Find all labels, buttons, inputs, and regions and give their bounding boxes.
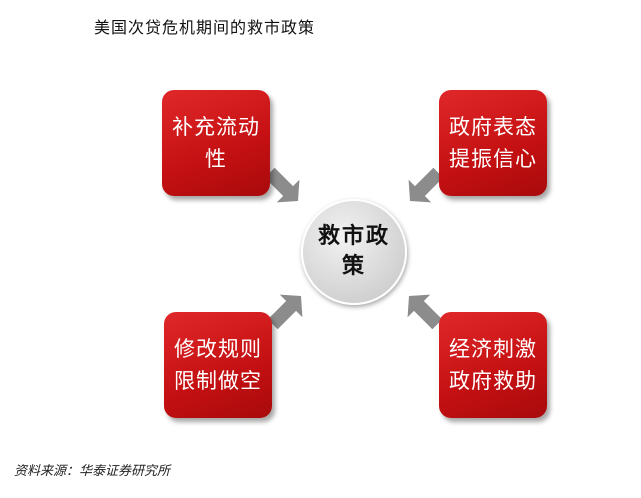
arrow-bottom-right — [407, 294, 443, 330]
policy-label-short-selling: 修改规则限制做空 — [174, 337, 262, 393]
arrow-bottom-left — [267, 294, 303, 330]
policy-box-confidence: 政府表态提振信心 — [439, 90, 547, 196]
policy-label-confidence: 政府表态提振信心 — [449, 115, 537, 171]
policy-box-stimulus: 经济刺激政府救助 — [439, 312, 547, 418]
diagram-title: 美国次贷危机期间的救市政策 — [94, 18, 316, 37]
policy-box-short-selling: 修改规则限制做空 — [164, 312, 272, 418]
center-circle: 救市政策 — [301, 199, 407, 305]
policy-label-liquidity: 补充流动性 — [172, 115, 260, 171]
policy-box-liquidity: 补充流动性 — [162, 90, 270, 196]
policy-label-stimulus: 经济刺激政府救助 — [449, 337, 537, 393]
center-label: 救市政策 — [317, 224, 390, 279]
arrow-top-left — [264, 167, 300, 203]
arrow-top-right — [408, 167, 444, 203]
source-note: 资料来源：华泰证券研究所 — [14, 464, 171, 479]
